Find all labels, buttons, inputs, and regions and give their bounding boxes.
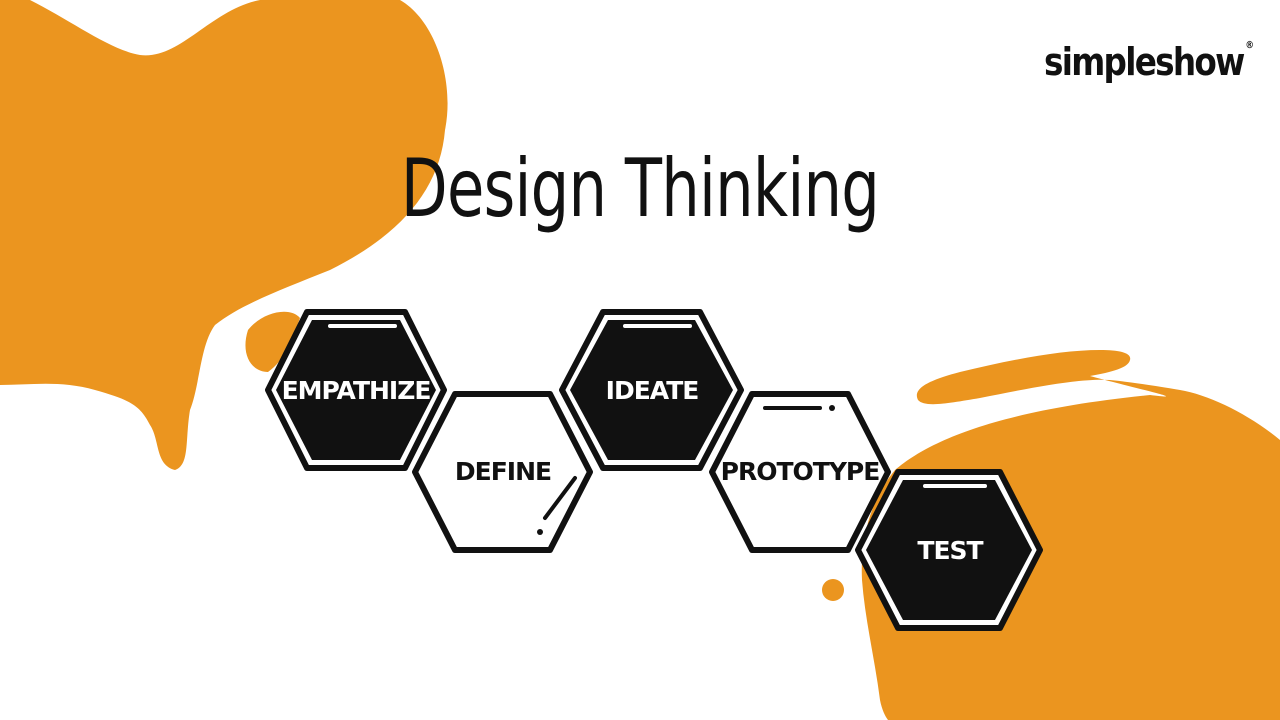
step-label-define: DEFINE <box>455 457 551 486</box>
orange-splash-left <box>245 311 300 372</box>
registered-mark: ® <box>1245 40 1254 51</box>
hex-step-prototype: PROTOTYPE <box>709 391 891 553</box>
step-label-ideate: IDEATE <box>606 376 699 405</box>
orange-dot <box>822 579 844 601</box>
hex-step-test: TEST <box>855 469 1043 631</box>
hex-step-define: DEFINE <box>412 391 593 553</box>
step-label-test: TEST <box>917 536 983 565</box>
simpleshow-logo[interactable]: simpleshow® <box>1044 40 1254 84</box>
hex-step-ideate: IDEATE <box>559 309 744 471</box>
page-title: Design Thinking <box>400 142 880 235</box>
step-label-prototype: PROTOTYPE <box>721 457 880 486</box>
logo-text: simpleshow <box>1044 40 1245 84</box>
orange-blob-top-left <box>0 0 448 470</box>
step-label-empathize: EMPATHIZE <box>282 376 431 405</box>
hex-step-empathize: EMPATHIZE <box>265 309 447 471</box>
